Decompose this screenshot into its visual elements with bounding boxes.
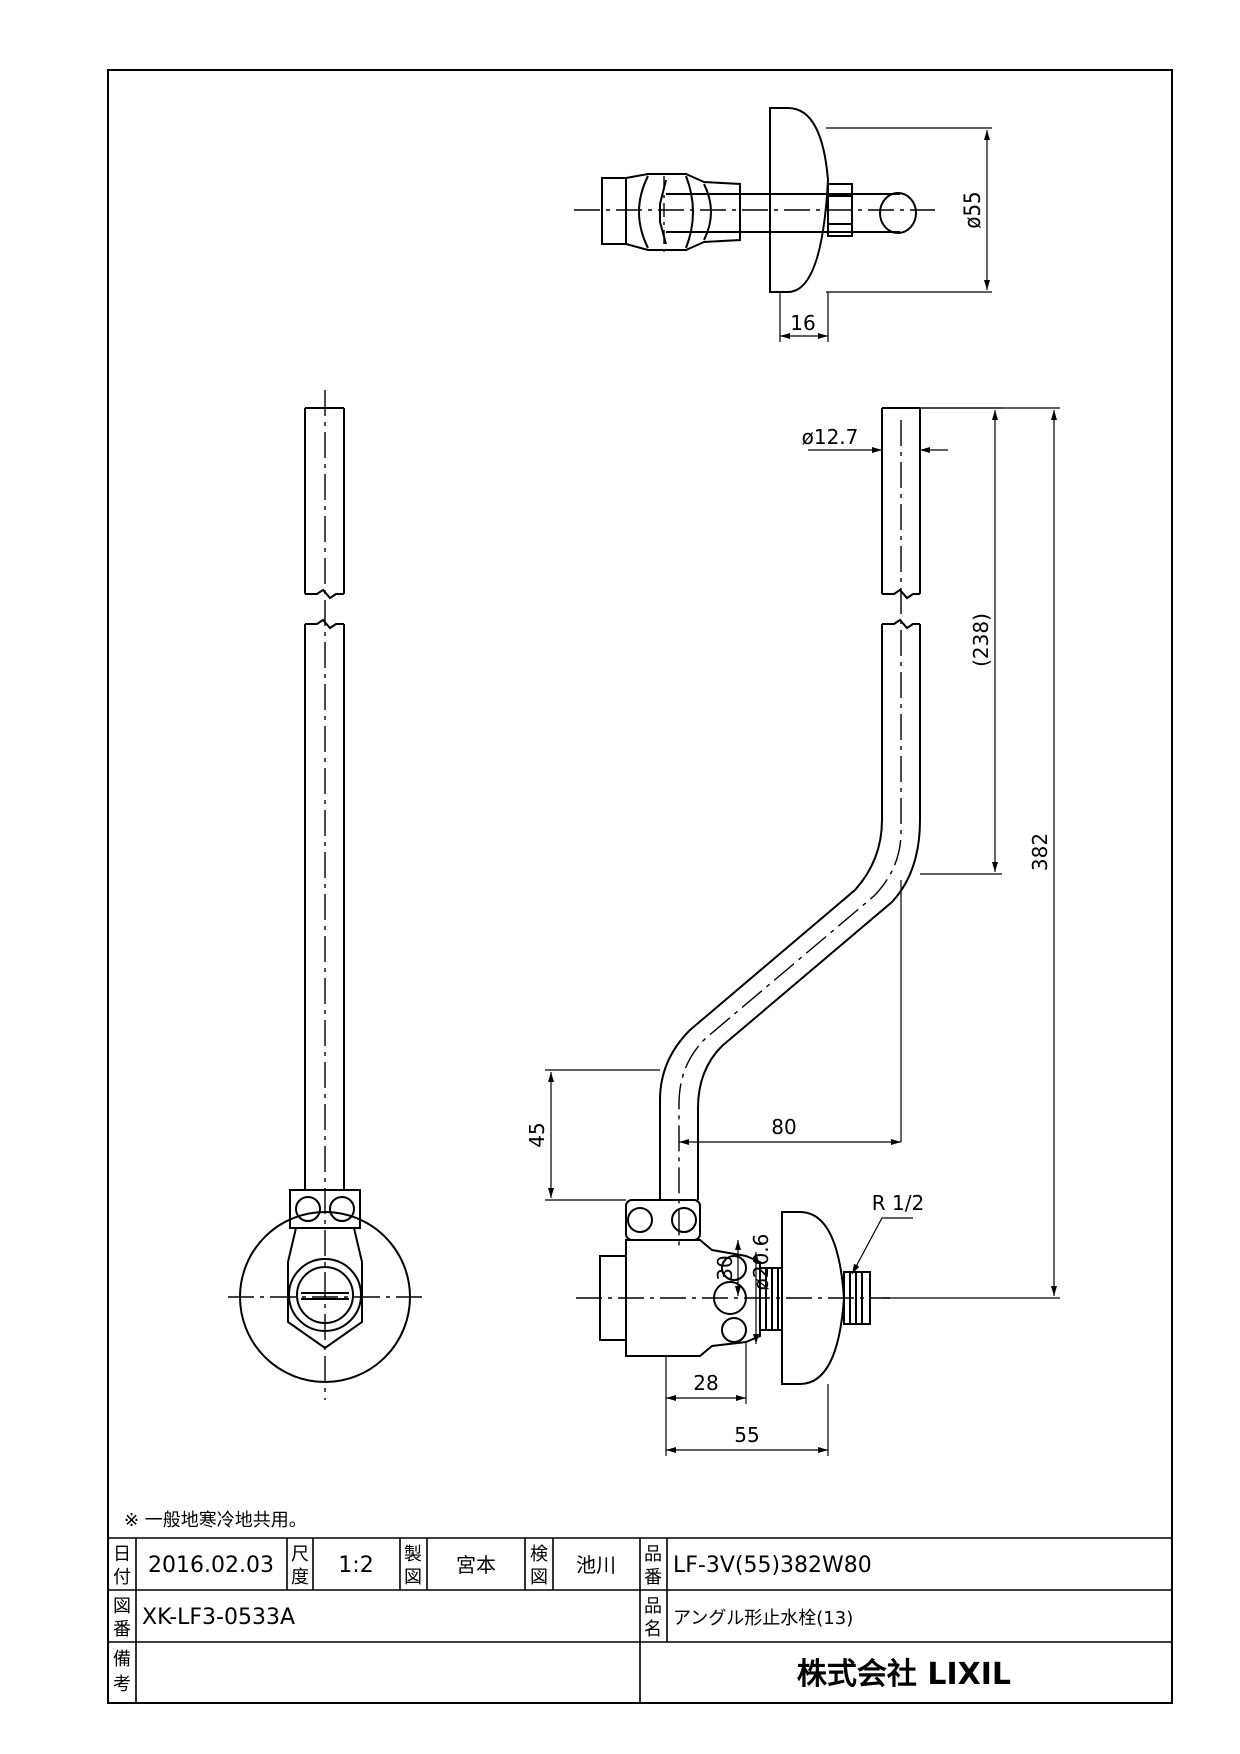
side-view-dimensions <box>545 407 1060 1456</box>
label-checked-2: 図 <box>530 1567 548 1588</box>
top-view <box>574 107 935 293</box>
dim-pipe-dia: ø12.7 <box>802 425 859 449</box>
drawn-by: 宮本 <box>456 1553 496 1577</box>
label-drawing-no-2: 番 <box>113 1619 131 1640</box>
dim-depth-28: 28 <box>693 1371 718 1395</box>
dim-pipe-length: (238) <box>969 613 993 667</box>
label-scale-1: 尺 <box>291 1544 309 1565</box>
label-product-2: 名 <box>644 1619 662 1640</box>
label-drawn-1: 製 <box>404 1544 422 1565</box>
general-note: ※ 一般地寒冷地共用。 <box>124 1510 307 1531</box>
dim-offset-width: 80 <box>771 1115 796 1139</box>
dim-total-height: 382 <box>1028 833 1052 871</box>
title-block <box>108 1537 1172 1703</box>
dim-top-width: 16 <box>790 311 815 335</box>
label-product-1: 品 <box>644 1596 662 1617</box>
drawing-border <box>107 69 1173 1704</box>
label-remarks-1: 備 <box>113 1649 131 1670</box>
company-name: 株式会社 LIXIL <box>797 1657 1011 1692</box>
label-checked-1: 検 <box>530 1544 548 1565</box>
side-view <box>576 407 921 1385</box>
scale-value: 1:2 <box>338 1553 373 1578</box>
label-drawing-no-1: 図 <box>113 1596 131 1617</box>
front-view <box>228 390 425 1400</box>
label-part-no-2: 番 <box>644 1567 662 1588</box>
dim-flange-dia: ø55 <box>961 191 986 228</box>
label-part-no-1: 品 <box>644 1544 662 1565</box>
label-drawn-2: 図 <box>404 1567 422 1588</box>
label-remarks-2: 考 <box>113 1674 131 1695</box>
part-no-value: LF-3V(55)382W80 <box>673 1553 872 1578</box>
label-date-2: 付 <box>113 1567 131 1588</box>
label-scale-2: 度 <box>291 1567 309 1588</box>
dim-depth-55: 55 <box>734 1423 759 1447</box>
product-name-value: アングル形止水栓(13) <box>673 1608 853 1629</box>
label-date-1: 日 <box>113 1544 131 1565</box>
checked-by: 池川 <box>576 1553 616 1577</box>
top-view-dimensions <box>779 127 992 342</box>
dim-thread: R 1/2 <box>872 1191 924 1215</box>
date-value: 2016.02.03 <box>148 1553 274 1578</box>
dim-body-dia: ø20.6 <box>749 1234 773 1291</box>
drawing-no-value: XK-LF3-0533A <box>142 1605 295 1630</box>
dim-offset-height: 45 <box>525 1122 549 1147</box>
dim-height-30: 30 <box>713 1255 737 1280</box>
